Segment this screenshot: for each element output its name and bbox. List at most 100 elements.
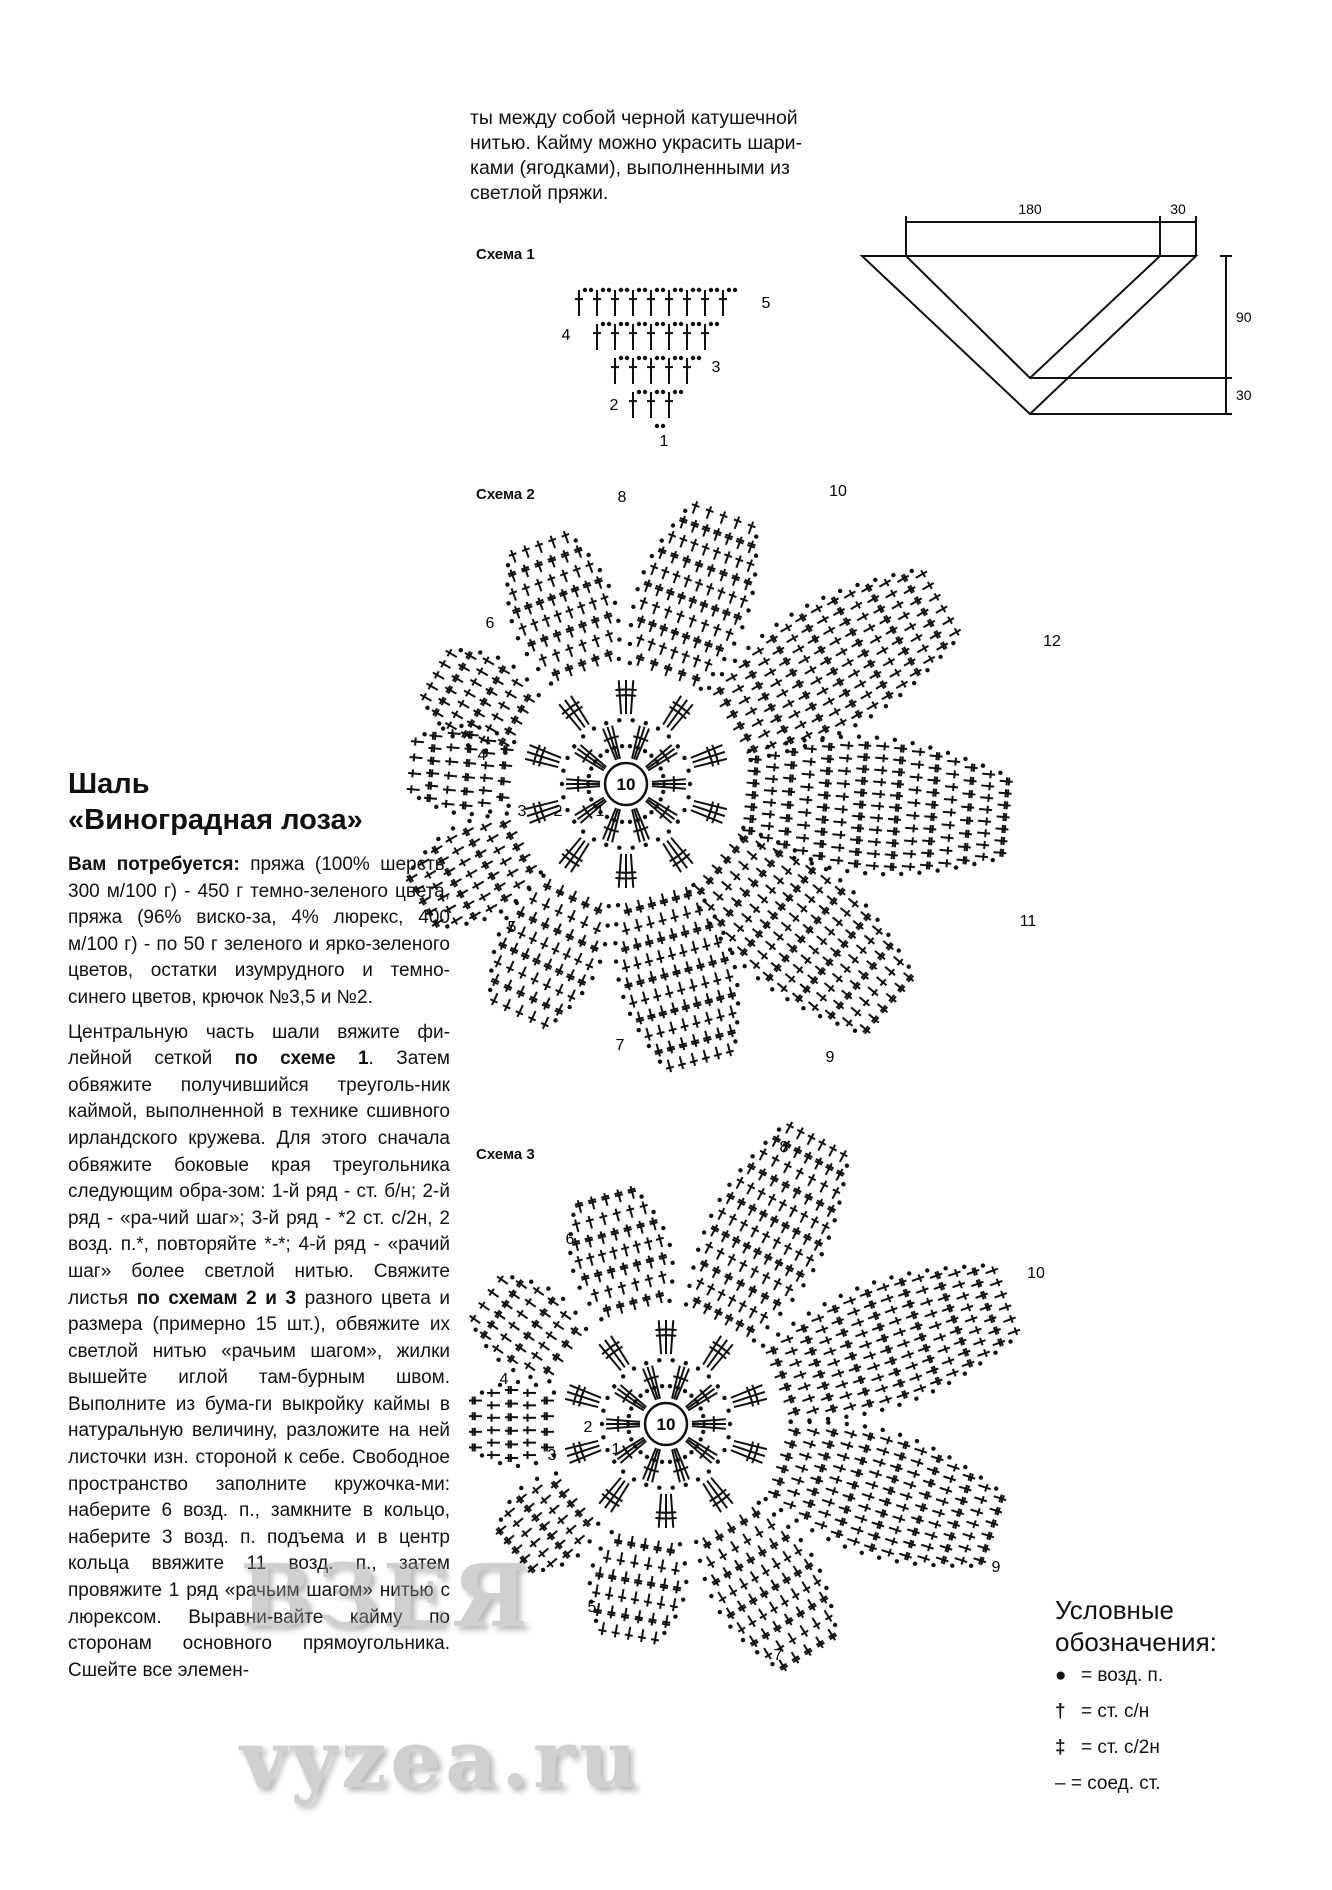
chain-dot: [643, 356, 647, 360]
stitch: [703, 543, 707, 555]
stitch: [483, 740, 496, 741]
chain-dot: [735, 983, 739, 987]
chain-dot: [807, 1420, 811, 1424]
stitch-bar: [452, 729, 453, 737]
stitch-bar: [860, 824, 861, 832]
legend-row: ‡ = ст. с/2н: [1055, 1730, 1315, 1766]
stitch-bar: [665, 609, 673, 612]
double-dagger-icon: ‡: [1055, 1730, 1081, 1766]
chain-dot: [839, 735, 843, 739]
chain-dot: [488, 988, 492, 992]
chain-dot: [637, 288, 641, 292]
stitch: [658, 1025, 661, 1038]
chain-dot: [601, 322, 605, 326]
stitch-bar: [465, 773, 466, 781]
stitch: [718, 1009, 721, 1022]
stitch-bar: [714, 942, 722, 944]
stitch-bar: [1008, 789, 1009, 797]
stitch-bar: [809, 1394, 812, 1402]
stitch-bar: [972, 1315, 975, 1323]
stitch-bar: [714, 1054, 722, 1056]
stitch: [957, 1294, 969, 1298]
stitch: [1003, 1317, 1015, 1321]
stitch-bar: [589, 601, 597, 604]
stitch-bar: [839, 844, 840, 852]
chain-dot: [587, 1539, 591, 1543]
stitch: [690, 615, 694, 627]
stitch-bar: [713, 979, 721, 981]
stitch: [830, 860, 843, 861]
stitch: [764, 790, 777, 791]
stitch: [902, 866, 915, 867]
chain-dot: [821, 736, 825, 740]
chain-dot: [485, 814, 489, 818]
stitch-bar: [949, 1357, 952, 1365]
stitch: [833, 1466, 845, 1470]
stitch-bar: [598, 1253, 606, 1255]
stitch: [904, 840, 917, 841]
stitch-bar: [862, 1330, 865, 1338]
chain-dot: [539, 870, 543, 874]
chain-dot: [656, 837, 660, 841]
stitch-bar: [791, 788, 792, 796]
stitch: [704, 1050, 707, 1063]
chain-dot: [728, 947, 732, 951]
stitch-bar: [689, 618, 697, 621]
stitch: [798, 1385, 810, 1389]
stitch-bar: [875, 850, 876, 858]
stitch: [649, 639, 653, 651]
chain-dot: [470, 812, 474, 816]
stitch: [716, 1047, 719, 1060]
stitch: [946, 1371, 958, 1375]
chain-dot: [794, 1518, 798, 1522]
stitch-bar: [539, 802, 541, 810]
stitch: [943, 1476, 955, 1480]
stitch-bar: [823, 840, 824, 848]
chain-dot: [670, 1279, 674, 1283]
stitch-bar: [1006, 1303, 1009, 1311]
chain-dot: [857, 735, 861, 739]
stitch: [702, 620, 706, 632]
chain-dot: [630, 845, 634, 849]
chain-dot: [580, 991, 584, 995]
stitch: [646, 1028, 649, 1041]
stitch-bar: [713, 550, 721, 553]
stitch: [714, 624, 718, 636]
chain-dot: [679, 390, 683, 394]
article-title: Шаль «Виноградная лоза»: [68, 766, 448, 838]
stitch: [942, 1359, 954, 1363]
stitch-bar: [1010, 1315, 1013, 1323]
dim-side-bottom: 30: [1236, 387, 1252, 403]
stitch: [855, 1332, 867, 1336]
chain-dot: [898, 693, 902, 697]
stitch: [896, 1505, 908, 1509]
stitch: [816, 1328, 828, 1332]
stitch-bar: [794, 748, 795, 756]
stitch-bar: [659, 920, 667, 922]
stitch-bar: [1002, 825, 1003, 833]
chain-dot: [478, 650, 482, 654]
stitch-bar: [705, 1019, 713, 1021]
stitch-bar: [966, 830, 967, 838]
chain-dot: [560, 782, 564, 786]
stitch-bar: [812, 745, 813, 753]
chain-dot: [772, 1512, 776, 1516]
stitch: [858, 1505, 870, 1509]
row-number: 5: [508, 919, 517, 936]
stitch: [901, 1353, 913, 1357]
stitch: [831, 847, 844, 848]
stitch-bar: [826, 804, 827, 812]
chain-dot: [684, 1302, 688, 1306]
stitch-bar: [644, 1467, 651, 1470]
chain-dot: [441, 726, 445, 730]
chain-dot: [637, 1028, 641, 1032]
chain-dot: [625, 288, 629, 292]
chain-dot: [711, 672, 715, 676]
stitch-bar: [936, 752, 937, 760]
chain-dot: [561, 795, 565, 799]
stitch: [662, 567, 666, 579]
chain-dot: [452, 810, 456, 814]
stitch-bar: [740, 598, 748, 601]
chain-dot: [660, 538, 664, 542]
dim-side-top: 90: [1236, 309, 1252, 325]
